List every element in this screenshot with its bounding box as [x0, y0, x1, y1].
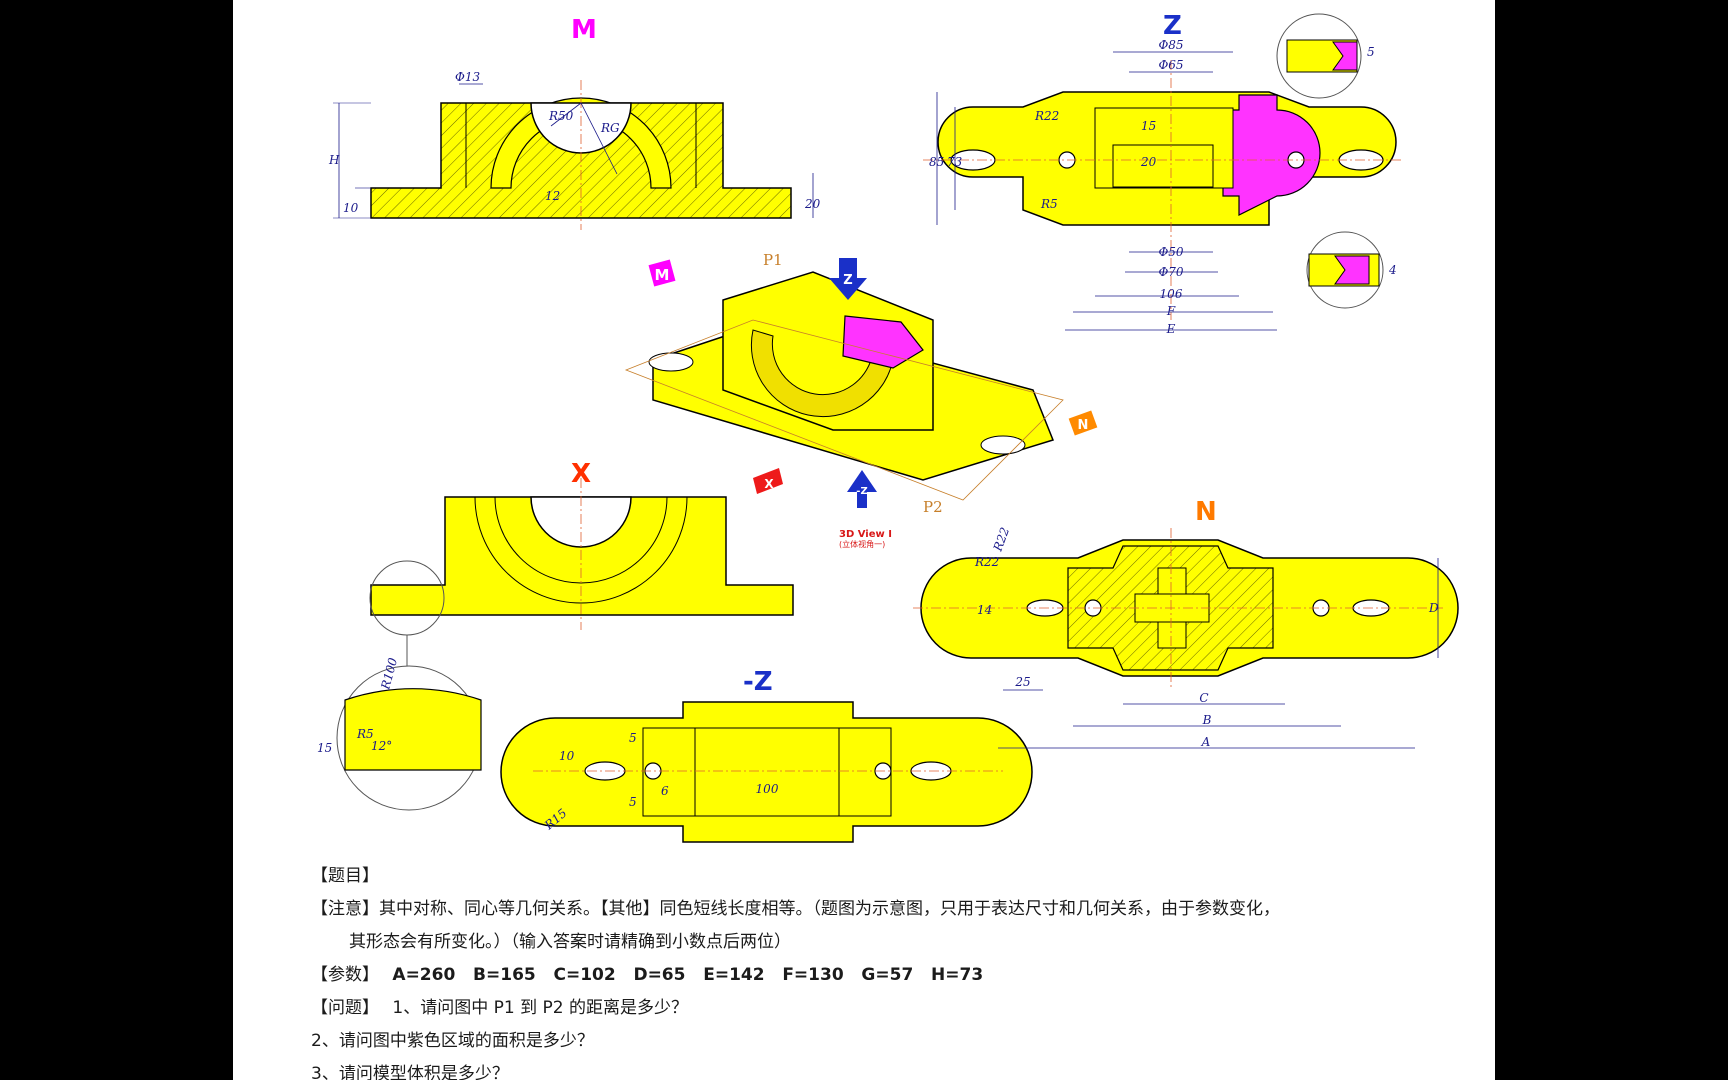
z-detail-dim-5: 5 — [1367, 45, 1375, 59]
n-dim-25: 25 — [1014, 675, 1030, 689]
iso-badge-n: N — [1078, 418, 1089, 433]
m-dim-20: 20 — [804, 197, 821, 211]
negz-dim-10: 10 — [559, 749, 575, 763]
m-dim-h: H — [328, 153, 340, 167]
iso-badge-z: Z — [843, 273, 852, 288]
z-detail-dim-4: 4 — [1388, 263, 1397, 277]
drawing-sheet: M Φ13 R50 RG H 10 12 20 Z — [233, 0, 1495, 1080]
question-1: 1、请问图中 P1 到 P2 的距离是多少？ — [392, 998, 688, 1018]
view-z-label: Z — [1163, 11, 1182, 41]
n-dim-r22a: R22 — [974, 555, 999, 569]
view-z: Z Φ85 Φ65 Φ50 Φ70 106 F E R22 R5 85 73 1… — [923, 11, 1403, 336]
m-dim-phi13: Φ13 — [455, 70, 480, 84]
iso-negz-arrow — [847, 470, 877, 508]
negz-base — [500, 701, 1033, 843]
negz-dim-6: 6 — [661, 784, 669, 798]
m-dim-r50: R50 — [548, 109, 574, 123]
question-2: 2、请问图中紫色区域的面积是多少？ — [311, 1031, 594, 1051]
z-dim-phi85: Φ85 — [1158, 38, 1183, 52]
params-label: 【参数】 — [311, 965, 379, 985]
params-values: A=260 B=165 C=102 D=65 E=142 F=130 G=57 … — [392, 965, 984, 985]
z-dim-r5: R5 — [1040, 197, 1058, 211]
n-dim-c: C — [1199, 691, 1208, 705]
detail-view: R100 R5 12° 15 — [317, 656, 482, 811]
z-dim-15: 15 — [1141, 119, 1156, 133]
m-dim-10: 10 — [343, 201, 359, 215]
question-3: 3、请问模型体积是多少？ — [311, 1064, 509, 1080]
z-dim-phi50: Φ50 — [1158, 245, 1183, 259]
iso-badge-x: X — [764, 477, 774, 491]
iso-z-arrow — [829, 258, 867, 300]
view-negz-label: -Z — [743, 667, 773, 697]
n-dim-d: D — [1428, 601, 1439, 615]
negz-dim-5a: 5 — [629, 731, 637, 745]
iso-badge-negz: -Z — [856, 486, 867, 497]
questions-label: 【问题】 — [311, 998, 379, 1018]
m-bore — [530, 102, 632, 154]
z-dim-85: 85 — [929, 155, 944, 169]
iso-p1: P1 — [763, 251, 783, 269]
question-line-1: 【问题】 1、请问图中 P1 到 P2 的距离是多少？ — [311, 992, 1491, 1025]
detail-dim-r5: R5 — [356, 727, 374, 741]
note-line-continued: 其形态会有所变化。）（输入答案时请精确到小数点后两位） — [349, 932, 791, 952]
z-dim-e: E — [1166, 322, 1176, 336]
detail-dim-angle: 12° — [371, 739, 392, 753]
params-line: 【参数】 A=260 B=165 C=102 D=65 E=142 F=130 … — [311, 959, 1491, 992]
z-dim-20: 20 — [1140, 155, 1157, 169]
iso-badge-m: M — [655, 266, 670, 284]
z-dim-106: 106 — [1160, 287, 1183, 301]
n-dim-b: B — [1202, 713, 1212, 727]
iso-view: P1 P2 M Z N X -Z 3D View I (立体视角一) — [624, 251, 1098, 549]
z-dim-phi70: Φ70 — [1158, 265, 1183, 279]
title-heading: 【题目】 — [311, 866, 379, 886]
negz-dim-100: 100 — [756, 782, 779, 796]
iso-p2: P2 — [923, 498, 943, 516]
view-n: N R22 R22 14 25 C B A D — [913, 497, 1459, 749]
view-x-label: X — [571, 459, 591, 489]
n-dim-a: A — [1201, 735, 1211, 749]
n-dim-14: 14 — [977, 603, 992, 617]
view-x: X — [369, 459, 794, 668]
view-m-label: M — [571, 15, 597, 45]
m-dim-12: 12 — [545, 189, 560, 203]
z-dim-r22: R22 — [1034, 109, 1059, 123]
negz-dim-5b: 5 — [629, 795, 637, 809]
note-line: 【注意】其中对称、同心等几何关系。【其他】同色短线长度相等。（题图为示意图，只用… — [311, 899, 1280, 919]
iso-x-arrow — [753, 468, 783, 494]
iso-purple-face — [842, 315, 924, 369]
m-dim-rg: RG — [600, 121, 620, 135]
engineering-drawing: M Φ13 R50 RG H 10 12 20 Z — [317, 11, 1459, 843]
z-dim-73: 73 — [947, 155, 963, 169]
z-dim-phi65: Φ65 — [1158, 58, 1183, 72]
view-m: M Φ13 R50 RG H 10 12 20 — [328, 15, 821, 230]
n-dim-r22b: R22 — [990, 525, 1012, 554]
z-dim-f: F — [1166, 304, 1176, 318]
x-body — [370, 496, 794, 616]
iso-subtitle: (立体视角一) — [839, 539, 885, 549]
view-neg-z: -Z 5 5 10 6 100 R15 — [500, 667, 1033, 843]
problem-text: 【题目】 【注意】其中对称、同心等几何关系。【其他】同色短线长度相等。（题图为示… — [311, 860, 1491, 1080]
z-purple-region — [1222, 94, 1321, 216]
detail-dim-15: 15 — [317, 741, 332, 755]
iso-title: 3D View I — [839, 529, 892, 540]
view-n-label: N — [1195, 497, 1217, 527]
